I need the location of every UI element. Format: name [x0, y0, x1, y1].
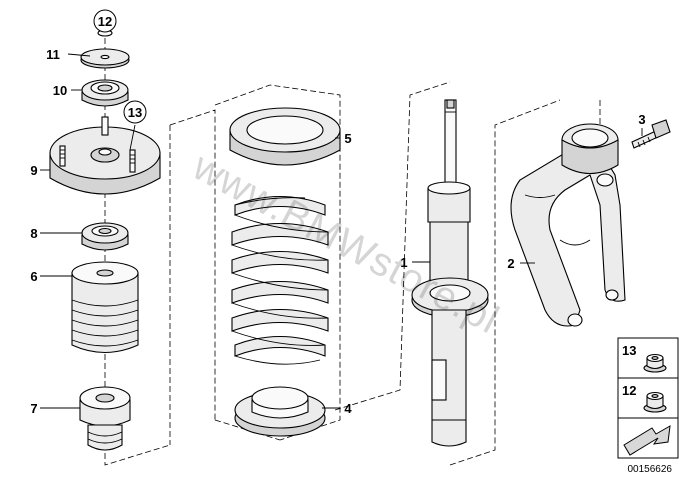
part-5-spring-seat [229, 107, 341, 166]
part-10-bearing [81, 79, 129, 107]
callout-labels: 12 11 10 13 9 8 6 7 5 4 1 2 3 [30, 9, 646, 416]
callout-12: 12 [98, 14, 112, 29]
callout-leaders [40, 53, 643, 409]
part-6-dust-boot [71, 261, 139, 353]
callout-10: 10 [53, 83, 67, 98]
callout-12-circle [93, 9, 117, 33]
part-2-wheel-carrier [510, 123, 626, 327]
callout-13-circle [123, 100, 147, 124]
flange-nut-12-icon [643, 391, 667, 413]
part-4-spring-pad [234, 386, 326, 437]
part-8-bearing [81, 222, 129, 251]
direction-arrow-icon [623, 425, 671, 456]
callout-4: 4 [344, 401, 352, 416]
legend-label-12: 12 [622, 383, 636, 398]
callout-1: 1 [400, 255, 407, 270]
callout-6: 6 [30, 269, 37, 284]
part-7-bump-stop [79, 386, 131, 451]
flange-nut-13-icon [643, 353, 667, 373]
callout-8: 8 [30, 226, 37, 241]
callout-2: 2 [507, 256, 514, 271]
callout-3: 3 [638, 112, 645, 127]
diagram-code: 00156626 [628, 464, 673, 475]
part-1-shock-absorber [411, 99, 489, 447]
part-9-top-mount [49, 116, 161, 195]
callout-5: 5 [344, 131, 351, 146]
callout-9: 9 [30, 163, 37, 178]
part-11-washer [80, 48, 130, 69]
callout-7: 7 [30, 401, 37, 416]
callout-11: 11 [46, 47, 60, 62]
coil-spring [231, 195, 329, 365]
legend-box: 13 12 [617, 337, 679, 459]
callout-13: 13 [128, 105, 142, 120]
part-3-bolt [631, 119, 671, 149]
legend-label-13: 13 [622, 343, 636, 358]
